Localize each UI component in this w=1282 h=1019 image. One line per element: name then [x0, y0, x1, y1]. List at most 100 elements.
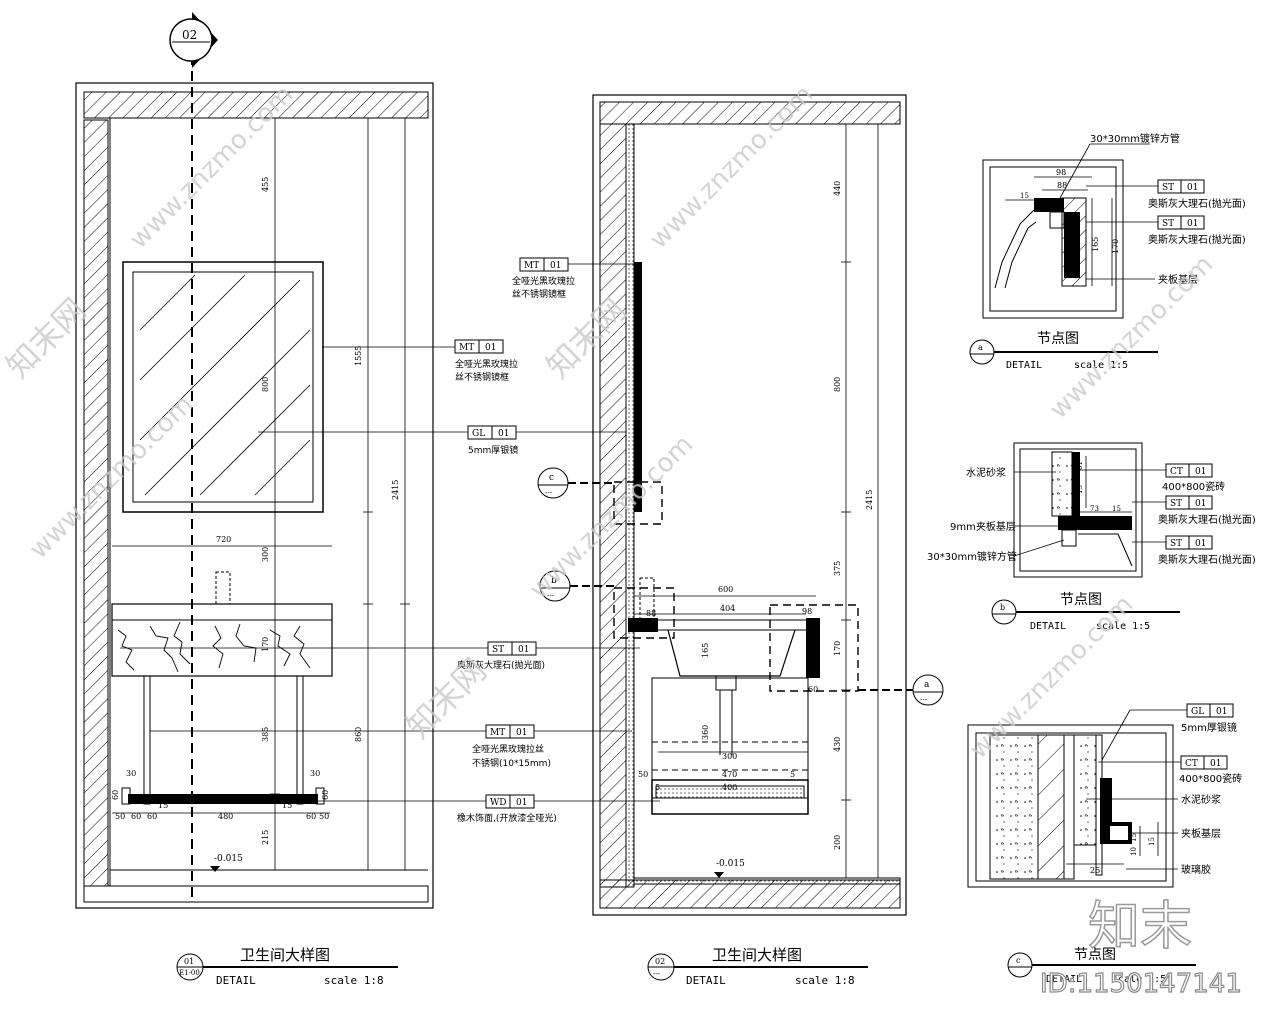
callout-num: 01	[498, 429, 509, 439]
dim-600: 600	[718, 585, 733, 594]
dim-50b: 50	[319, 812, 329, 821]
node-c-plywood: 夹板基层	[1181, 827, 1221, 840]
callout-text: 400*800瓷砖	[1162, 480, 1225, 493]
callout-text: 5mm厚银镜	[1181, 721, 1237, 734]
node-c-mortar: 水泥砂浆	[1181, 793, 1221, 806]
node-c-title-block: c 节点图 DETAIL scale 1:5	[1007, 947, 1196, 985]
node-c-callout-gl: GL 01 5mm厚银镜	[1101, 703, 1237, 761]
callout-code: ST	[1170, 539, 1182, 549]
section-marker-02: 02	[169, 12, 218, 68]
dim-800: 800	[833, 377, 842, 392]
dim-60e: 60	[321, 790, 330, 800]
node-a-pipe-label: 30*30mm镀锌方管	[1090, 132, 1180, 145]
dim-60d: 60	[111, 790, 120, 800]
callout-code: ST	[1162, 219, 1174, 229]
elev1-frame	[75, 82, 434, 909]
dim-2415: 2415	[865, 490, 874, 510]
node-a-scale: scale 1:5	[1074, 360, 1128, 371]
detail-boxes	[613, 481, 859, 692]
callout-text: 奥斯灰大理石(抛光面)	[1148, 197, 1246, 210]
watermark-brand: 知末网	[0, 291, 94, 386]
node-detail-a: 98 88 165 170 15 30*30mm镀锌方管 ST 01 奥斯灰大理…	[969, 132, 1246, 371]
ref-letter: b	[1000, 603, 1005, 612]
drain	[715, 675, 737, 691]
ref-letter: b	[551, 576, 557, 586]
callout-code: MT	[459, 343, 474, 353]
dim-215: 215	[261, 830, 270, 845]
node-a-title: 节点图	[1037, 331, 1079, 347]
dim-400: 400	[722, 783, 737, 792]
node-detail-c: 25 15 10 15 GL 01 5mm厚银镜 CT 01 400*800瓷砖…	[967, 703, 1242, 985]
dim-200: 200	[833, 835, 842, 850]
node-b-callout-st2: ST 01 奥斯灰大理石(抛光面)	[1132, 535, 1256, 566]
mirror-frame	[122, 261, 324, 513]
dim-50a: 50	[115, 812, 125, 821]
elev2-floor-level: -0.015	[716, 859, 745, 869]
callout-text-2: 丝不锈钢镜框	[455, 371, 509, 383]
dim-88: 88	[1057, 181, 1067, 190]
callout-code: ST	[1170, 499, 1182, 509]
node-c-detail: DETAIL	[1046, 974, 1082, 985]
watermark-site-3: www.znzmo.com	[24, 390, 199, 565]
vanity-legs	[143, 675, 304, 805]
elev2-ceiling	[599, 101, 901, 125]
elev1-title: 卫生间大样图	[240, 946, 330, 964]
dim-15: 15	[1020, 192, 1029, 200]
node-a-callout-st1: ST 01 奥斯灰大理石(抛光面)	[1086, 179, 1246, 210]
node-c-scale: scale 1:5	[1112, 974, 1166, 985]
dim-98: 98	[802, 607, 812, 616]
elev1-leaders	[120, 346, 488, 802]
elevation-1: 455 800 300 170 385 215 1555 2415 860 72…	[75, 12, 488, 987]
dim-60: 60	[808, 685, 818, 694]
node-a-title-block: a 节点图 DETAIL scale 1:5	[969, 331, 1158, 371]
callout-st01: ST 01 奥斯灰大理石(抛光面)	[457, 641, 640, 671]
callout-num: 01	[485, 343, 496, 353]
dim-375: 375	[833, 561, 842, 576]
ref-letter: c	[549, 473, 554, 483]
dim-480: 480	[218, 812, 233, 821]
callout-code: MT	[524, 261, 539, 271]
dim-404: 404	[720, 604, 735, 613]
dim-50: 50	[638, 770, 648, 779]
elev1-ref-bottom: E1-00	[179, 969, 200, 977]
dim-30a: 30	[126, 769, 136, 778]
dim-60b: 60	[147, 812, 157, 821]
callout-code: ST	[1162, 183, 1174, 193]
mirror-glass-hatch	[139, 274, 311, 496]
ref-letter: a	[924, 680, 930, 690]
wood-shelf	[128, 794, 318, 804]
callout-text-2: 不锈钢(10*15mm)	[472, 757, 551, 769]
watermark-logo: 知末	[1088, 897, 1192, 957]
node-b-mortar-label: 水泥砂浆	[966, 466, 1006, 479]
callout-num: 01	[1187, 183, 1198, 193]
callout-num: 01	[1195, 539, 1206, 549]
ref-sub: ---	[545, 489, 553, 497]
callout-text: 奥斯灰大理石(抛光面)	[1148, 233, 1246, 246]
elev1-floor	[83, 885, 429, 903]
dim-300: 300	[261, 547, 270, 562]
node-b-pipe-label: 30*30mm镀锌方管	[927, 550, 1017, 563]
node-a-frame	[982, 159, 1124, 319]
ref-sub: ---	[920, 696, 928, 704]
elev2-left-wall	[599, 123, 627, 888]
dim-720: 720	[216, 535, 231, 544]
marble-counter	[111, 603, 333, 677]
node-b-title: 节点图	[1060, 592, 1102, 608]
dim-61: 61	[1076, 461, 1084, 470]
elev1-scale: scale 1:8	[324, 974, 384, 987]
node-b-callout-ct: CT 01 400*800瓷砖	[1080, 463, 1225, 493]
callout-num: 01	[516, 728, 527, 738]
node-c-concrete	[989, 734, 1039, 880]
dim-15a: 15	[1130, 833, 1138, 842]
elev2-frame	[592, 94, 907, 916]
callout-text: 橡木饰面,(开放漆全哑光)	[457, 812, 557, 824]
callout-num: 01	[550, 261, 561, 271]
vanity-counter-section	[629, 619, 819, 631]
dim-5b: 5	[655, 783, 660, 792]
dim-10: 10	[1130, 847, 1138, 856]
elev1-left-wall	[83, 119, 109, 887]
section-ref-c: c ---	[537, 467, 614, 499]
section-marker-label: 02	[182, 28, 197, 42]
node-a-callout-st2: ST 01 奥斯灰大理石(抛光面)	[1086, 215, 1246, 246]
